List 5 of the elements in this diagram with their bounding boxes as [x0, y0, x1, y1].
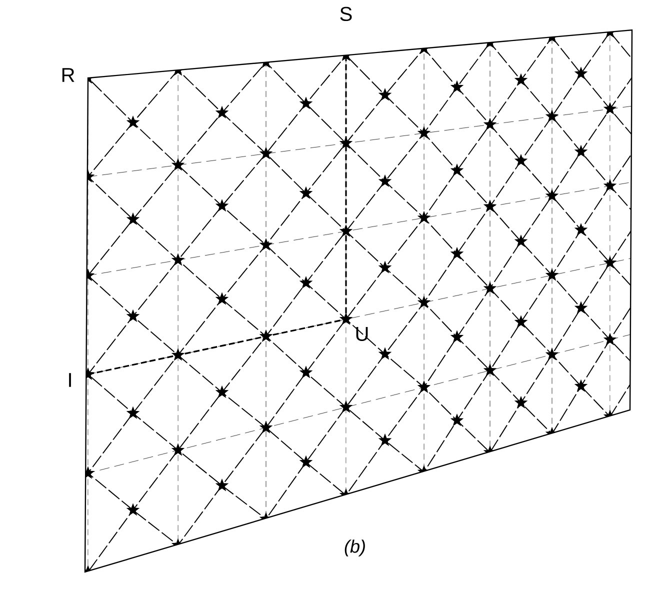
- point-label: S: [340, 6, 352, 22]
- caption: (b): [344, 540, 365, 556]
- point-label: U: [356, 327, 368, 341]
- point-label: I: [69, 373, 71, 387]
- point-label: R: [62, 68, 74, 82]
